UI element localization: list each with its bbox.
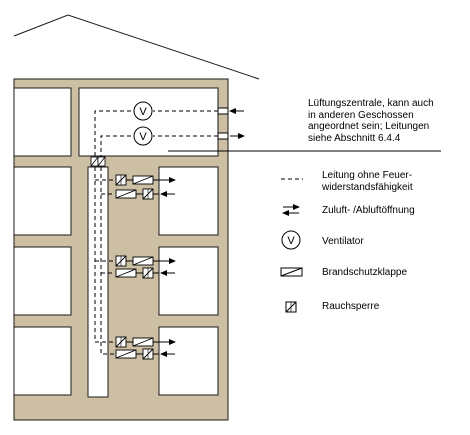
note-line: Lüftungszentrale, kann auch <box>308 98 434 109</box>
note-line: siehe Abschnitt 6.4.4 <box>308 132 401 144</box>
legend-label-smoke-barrier: Rauchsperre <box>322 301 380 312</box>
legend-label-openings: Zuluft- /Abluftöffnung <box>322 205 415 216</box>
fire-damper-diagonal <box>132 337 154 347</box>
building <box>13 14 260 421</box>
exterior-grille-upper <box>217 107 229 115</box>
ventilation-center-note: Lüftungszentrale, kann auch in anderen G… <box>308 98 434 144</box>
room-floor3-right <box>158 326 219 396</box>
duct-upper <box>94 110 225 343</box>
supply-exhaust-arrows-icon <box>282 204 300 216</box>
legend-label-duct: Leitung ohne Feuer- widerstandsfähigkeit <box>322 170 413 193</box>
duct-lower <box>100 135 225 355</box>
fire-damper-diagonal <box>115 349 137 359</box>
roof-outline <box>13 14 260 80</box>
fan-icon <box>133 126 153 146</box>
fire-damper-diagonal <box>115 268 137 278</box>
shaft <box>87 166 109 398</box>
fan-upper: V <box>133 101 153 121</box>
legend-label-fan: Ventilator <box>322 236 364 247</box>
legend-symbols: V <box>280 178 303 313</box>
note-line: angeordnet sein; Leitungen <box>308 121 430 132</box>
room-floor2-left <box>13 246 72 316</box>
exterior-openings <box>217 107 229 140</box>
fan-icon <box>133 101 153 121</box>
exterior-grille-lower <box>217 132 229 140</box>
room-floor1-right <box>158 166 219 236</box>
legend-label-fire-damper: Brandschutzklappe <box>322 267 408 278</box>
smoke-barrier-icon <box>285 301 297 313</box>
fan-lower: V <box>133 126 153 146</box>
shaft-top-smoke-barriers <box>90 156 106 167</box>
room-top-left <box>13 87 72 157</box>
note-line: in anderen Geschossen <box>308 109 414 121</box>
room-floor1-left <box>13 166 72 236</box>
fire-damper-diagonal <box>132 256 154 266</box>
room-floor3-left <box>13 326 72 396</box>
fan-symbol-text: V <box>139 131 147 143</box>
fire-damper-diagonal <box>132 175 154 185</box>
fan-symbol-text: V <box>139 106 147 118</box>
fan-icon: V <box>281 230 301 250</box>
room-floor2-right <box>158 246 219 316</box>
floor-units <box>115 174 176 360</box>
fire-damper-icon <box>280 267 303 277</box>
fire-damper-diagonal <box>115 189 137 199</box>
room-ventilation-center <box>78 87 219 157</box>
ducts <box>94 110 225 355</box>
legend-fan-symbol-text: V <box>287 235 295 247</box>
